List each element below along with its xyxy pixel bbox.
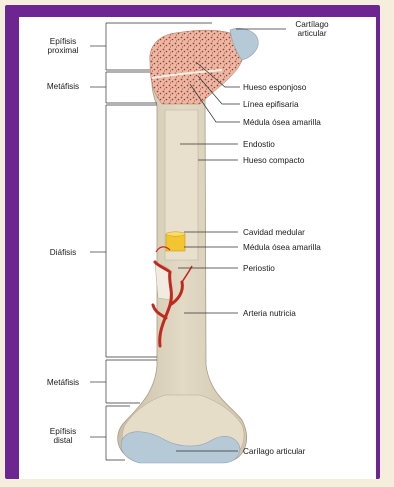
label-endostio: Endostio <box>243 140 275 149</box>
label-epifisis-proximal-2: proximal <box>48 46 79 55</box>
label-linea-epifisaria: Línea epifisaria <box>243 100 299 109</box>
label-cavidad-medular: Cavidad medular <box>243 228 305 237</box>
label-metafisis-inferior: Metáfisis <box>47 378 79 387</box>
label-cartilago-articular-top-2: articular <box>297 29 326 38</box>
label-epifisis-distal-2: distal <box>53 436 72 445</box>
label-cartilago-articular-bottom: Carílago articular <box>243 447 306 456</box>
label-cartilago-articular-top-1: Cartílago <box>295 20 329 29</box>
label-epifisis-proximal-1: Epífisis <box>50 37 76 46</box>
label-hueso-compacto: Hueso compacto <box>243 156 305 165</box>
label-metafisis-superior: Metáfisis <box>47 82 79 91</box>
label-epifisis-distal-1: Epífisis <box>50 427 76 436</box>
label-arteria-nutricia: Arteria nutricia <box>243 309 296 318</box>
label-diafisis: Diáfisis <box>50 248 76 257</box>
label-periostio: Periostio <box>243 264 275 273</box>
label-hueso-esponjoso: Hueso esponjoso <box>243 83 307 92</box>
label-medula-amarilla-mid: Médula ósea amarilla <box>243 243 321 252</box>
label-medula-amarilla-top: Médula ósea amarilla <box>243 118 321 127</box>
